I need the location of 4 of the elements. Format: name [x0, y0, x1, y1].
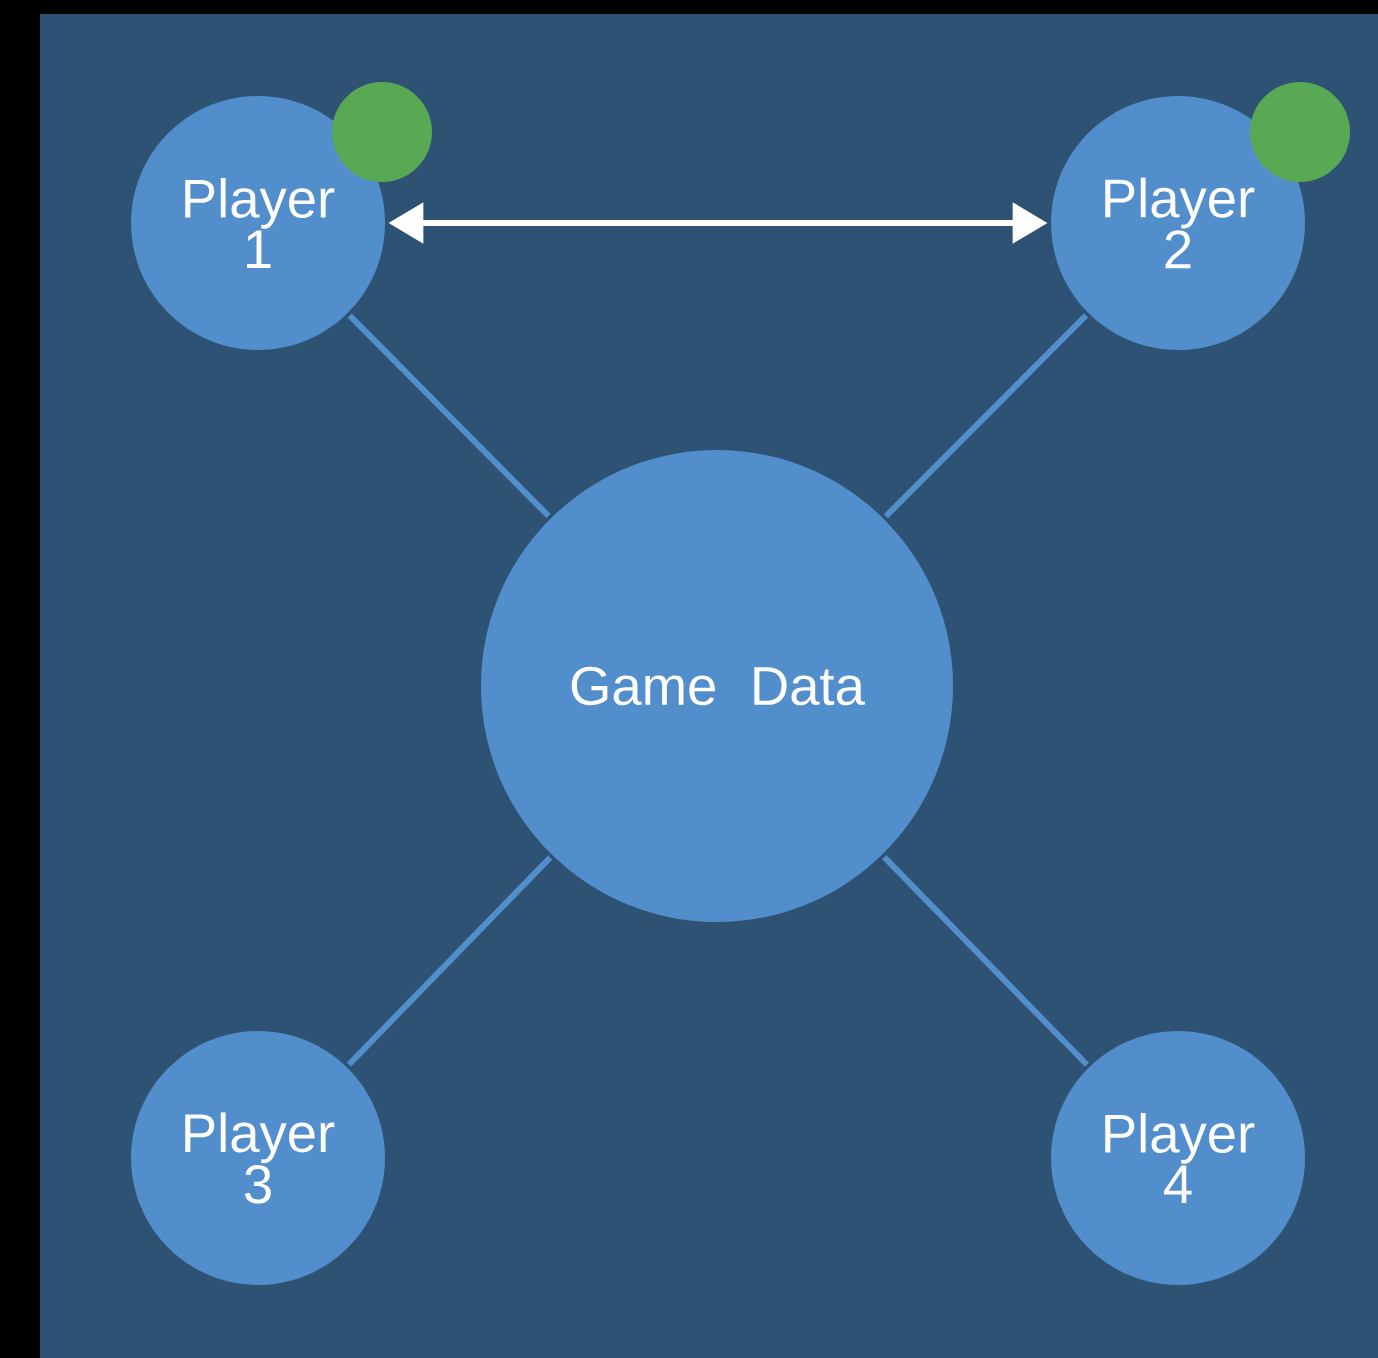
connector-line — [347, 313, 551, 519]
connector-line — [883, 313, 1089, 519]
connector-line — [346, 855, 553, 1067]
connector-line — [882, 855, 1090, 1067]
